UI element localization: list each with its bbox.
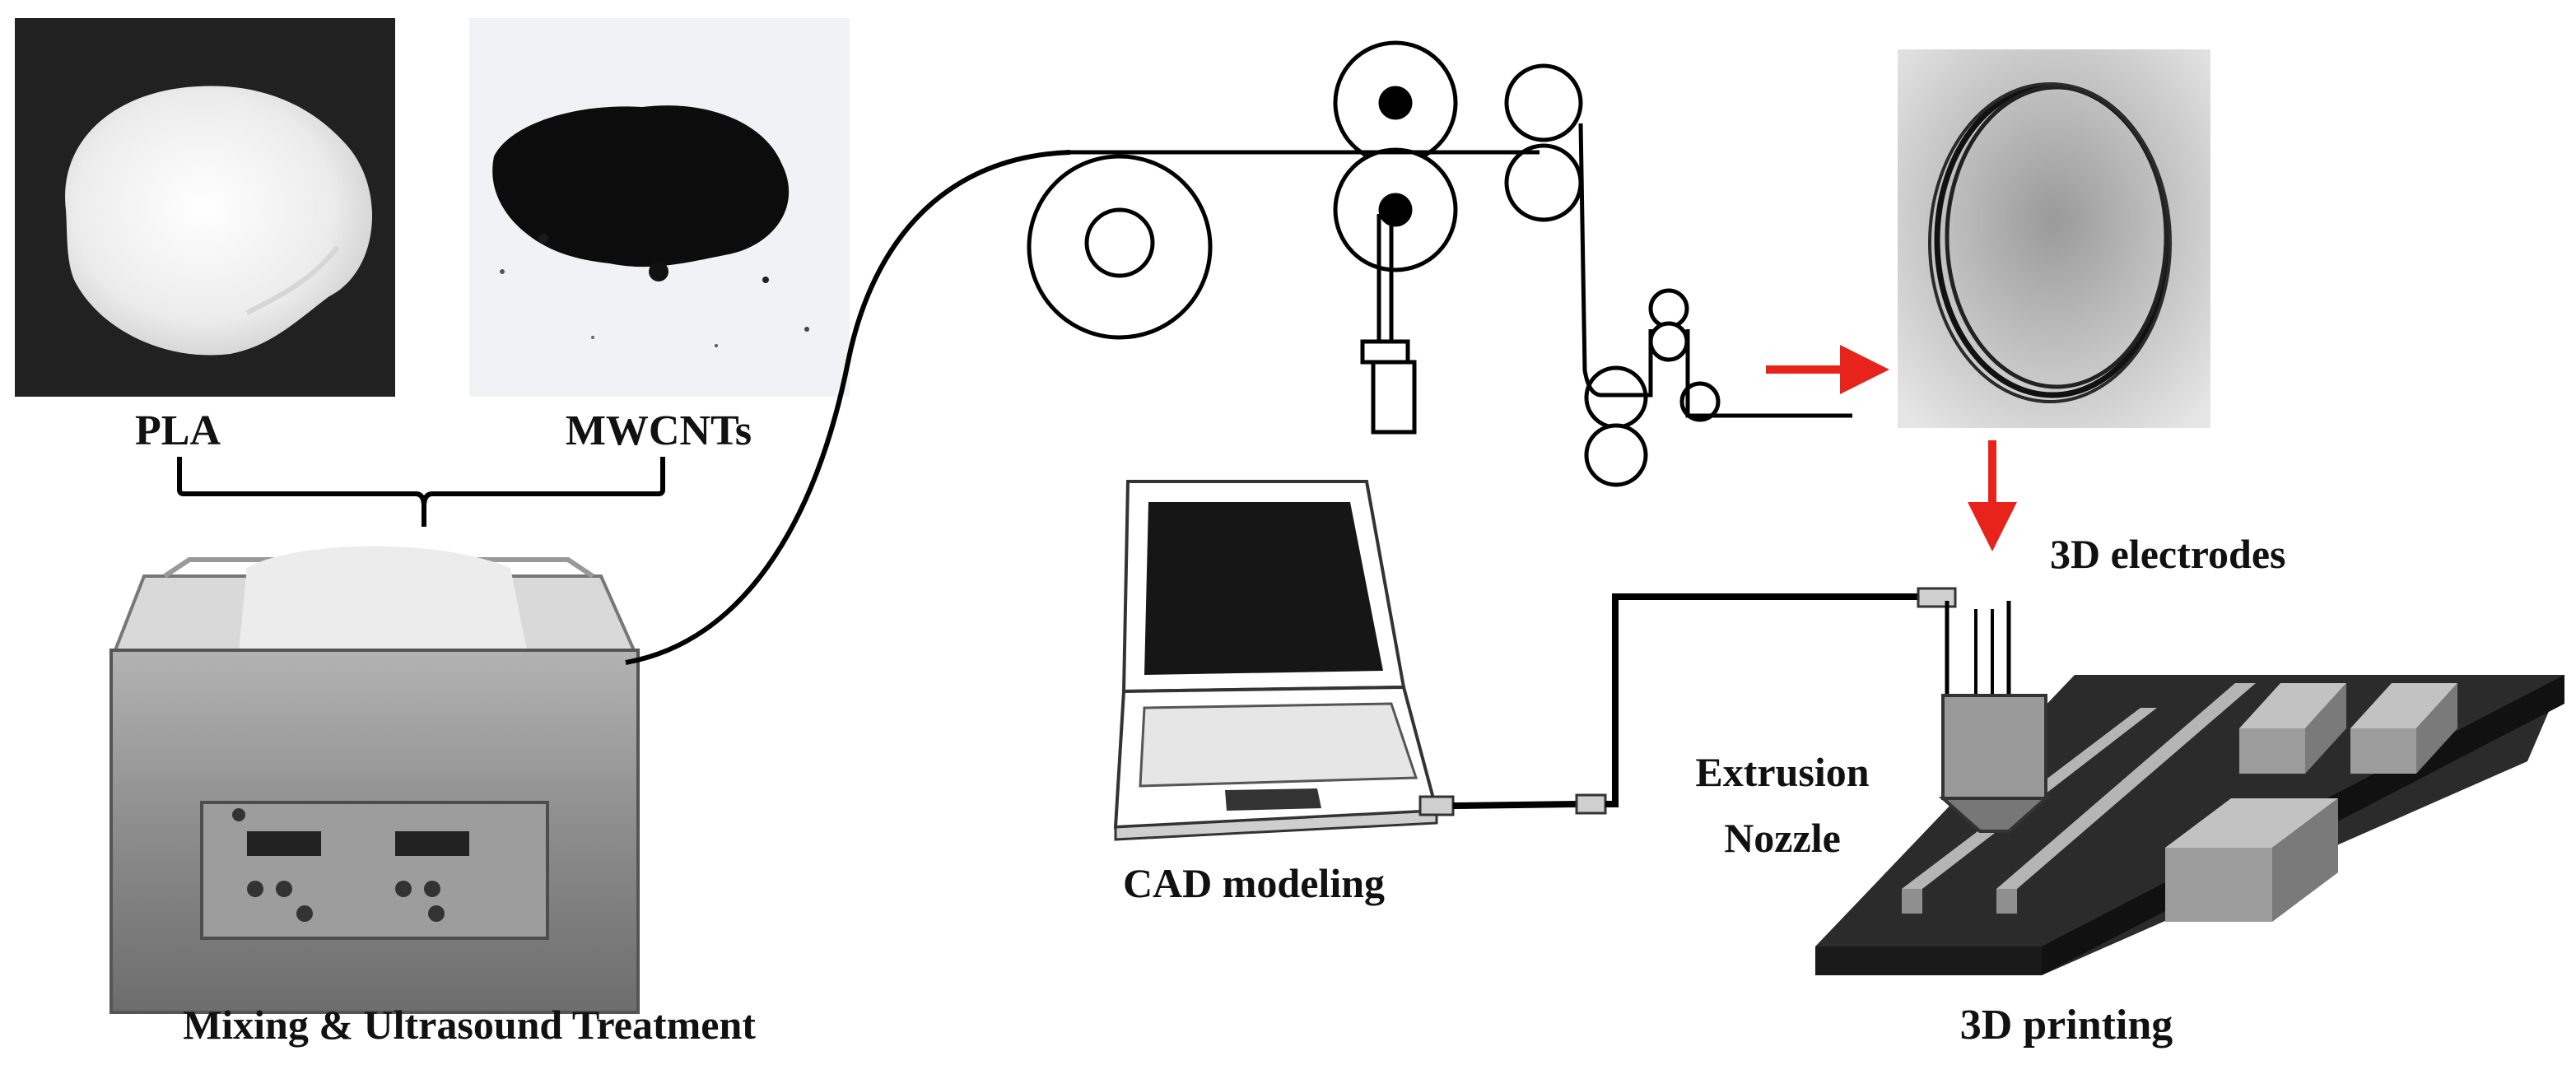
filament-extruder-schematic — [1027, 40, 1721, 487]
extrusion-label-line2: Nozzle — [1724, 815, 1841, 861]
ultrasonic-bath-photo — [109, 546, 640, 1014]
filament-path — [1070, 123, 1852, 418]
extrusion-nozzle — [1938, 601, 2051, 833]
heater-block — [1360, 339, 1417, 435]
filament-coil-photo — [1898, 49, 2210, 428]
cad-label: CAD modeling — [1123, 860, 1385, 906]
printing-label: 3D printing — [1960, 1002, 2173, 1049]
combine-bracket — [177, 457, 665, 527]
usb-cable — [1418, 587, 1957, 816]
mixing-label: Mixing & Ultrasound Treatment — [183, 1002, 756, 1048]
mwcnts-photo — [469, 18, 850, 397]
pla-label: PLA — [135, 407, 221, 454]
pla-photo — [15, 18, 395, 397]
feed-line — [625, 150, 1071, 665]
laptop-illustration — [1113, 480, 1439, 841]
mwcnts-label: MWCNTs — [566, 407, 752, 454]
extrusion-label-line1: Extrusion — [1695, 749, 1869, 795]
electrodes-label: 3D electrodes — [2050, 531, 2285, 577]
